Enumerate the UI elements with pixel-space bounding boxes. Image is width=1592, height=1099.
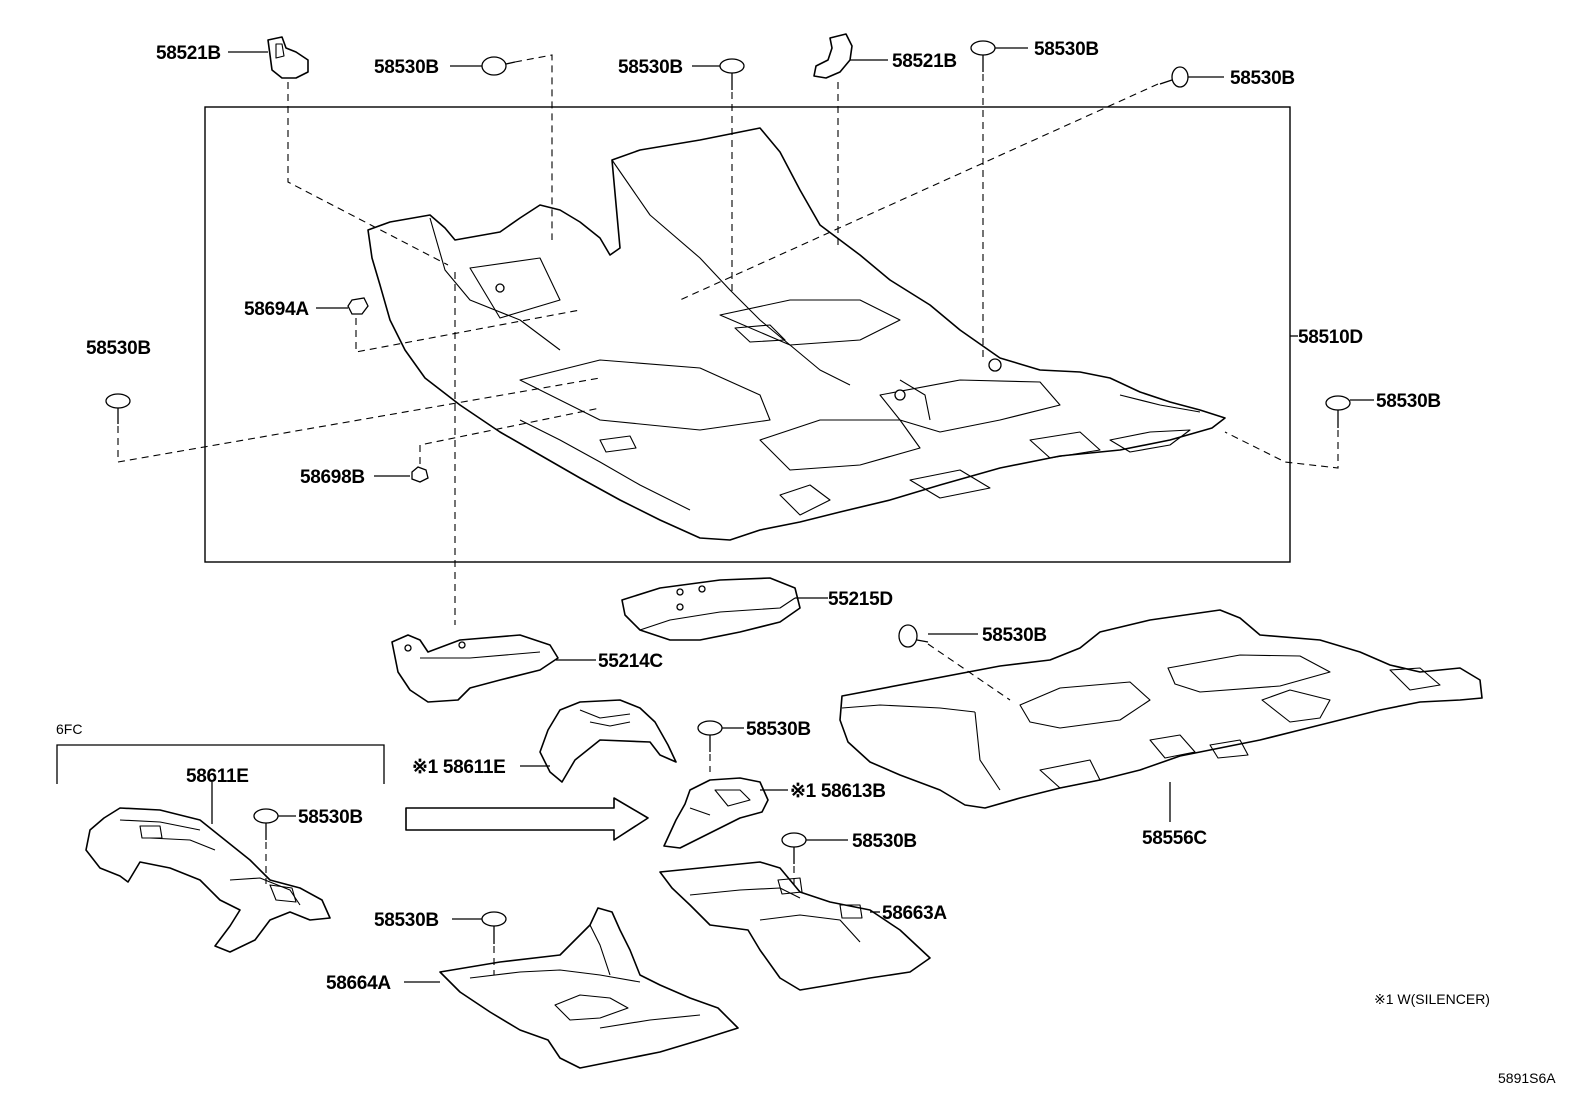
clip-58521b-left-icon[interactable]: [267, 36, 309, 79]
clip-58530b-lower-icon[interactable]: [781, 832, 807, 864]
diagram-code: 5891S6A: [1498, 1070, 1556, 1086]
callout-58611e-w: ※1 58611E: [412, 757, 506, 778]
silencer-58611e[interactable]: [85, 807, 331, 953]
clip-58530b-top4-icon[interactable]: [1159, 66, 1189, 88]
callout-58510d: 58510D: [1298, 327, 1363, 348]
callout-58611e: 58611E: [186, 766, 249, 787]
callout-58530b-top2: 58530B: [618, 57, 683, 78]
callout-58530b-lower: 58530B: [852, 831, 917, 852]
clip-58698b-icon[interactable]: [411, 466, 429, 483]
clip-58530b-mid-icon[interactable]: [697, 720, 723, 752]
callout-58694a: 58694A: [244, 299, 309, 320]
clip-58530b-bottom-icon[interactable]: [481, 911, 507, 944]
clip-58530b-6fc-icon[interactable]: [253, 808, 279, 840]
callout-55215d: 55215D: [828, 589, 893, 610]
clip-58521b-right-icon[interactable]: [813, 33, 853, 79]
callout-58530b-mid: 58530B: [746, 719, 811, 740]
clip-58530b-top1-icon[interactable]: [481, 56, 516, 76]
carpet-assembly-frame: [204, 106, 1291, 563]
callout-58698b: 58698B: [300, 467, 365, 488]
pad-55214c[interactable]: [391, 634, 559, 703]
clip-58530b-rear-icon[interactable]: [898, 624, 929, 648]
replacement-arrow-icon: [405, 797, 649, 841]
pad-55215d[interactable]: [621, 577, 801, 641]
rear-carpet-58556c[interactable]: [839, 609, 1483, 809]
callout-58521b-right: 58521B: [892, 51, 957, 72]
group-label-6fc: 6FC: [56, 721, 82, 737]
silencer-58613b-w[interactable]: [663, 777, 769, 849]
callout-58530b-6fc: 58530B: [298, 807, 363, 828]
callout-58530b-left: 58530B: [86, 338, 151, 359]
callout-58530b-right: 58530B: [1376, 391, 1441, 412]
note-silencer: ※1 W(SILENCER): [1374, 991, 1490, 1007]
callout-58530b-top4: 58530B: [1230, 68, 1295, 89]
clip-58530b-top3-icon[interactable]: [970, 40, 996, 72]
callout-58530b-bottom: 58530B: [374, 910, 439, 931]
callout-55214c: 55214C: [598, 651, 663, 672]
silencer-58664a[interactable]: [439, 907, 739, 1069]
callout-58613b-w: ※1 58613B: [790, 781, 886, 802]
callout-58530b-top3: 58530B: [1034, 39, 1099, 60]
callout-58663a: 58663A: [882, 903, 947, 924]
clip-58530b-top2-icon[interactable]: [719, 58, 745, 90]
silencer-58611e-w[interactable]: [539, 699, 677, 783]
clip-58530b-left-icon[interactable]: [105, 393, 131, 424]
callout-58556c: 58556C: [1142, 828, 1207, 849]
group-bracket-6fc: [56, 744, 385, 784]
silencer-58663a[interactable]: [659, 861, 931, 991]
floor-carpet-58510d[interactable]: [367, 127, 1226, 541]
callout-58521b-left: 58521B: [156, 43, 221, 64]
callout-58530b-rear: 58530B: [982, 625, 1047, 646]
callout-58530b-top1: 58530B: [374, 57, 439, 78]
callout-58664a: 58664A: [326, 973, 391, 994]
nut-58694a-icon[interactable]: [347, 297, 369, 315]
clip-58530b-right-icon[interactable]: [1325, 395, 1351, 428]
